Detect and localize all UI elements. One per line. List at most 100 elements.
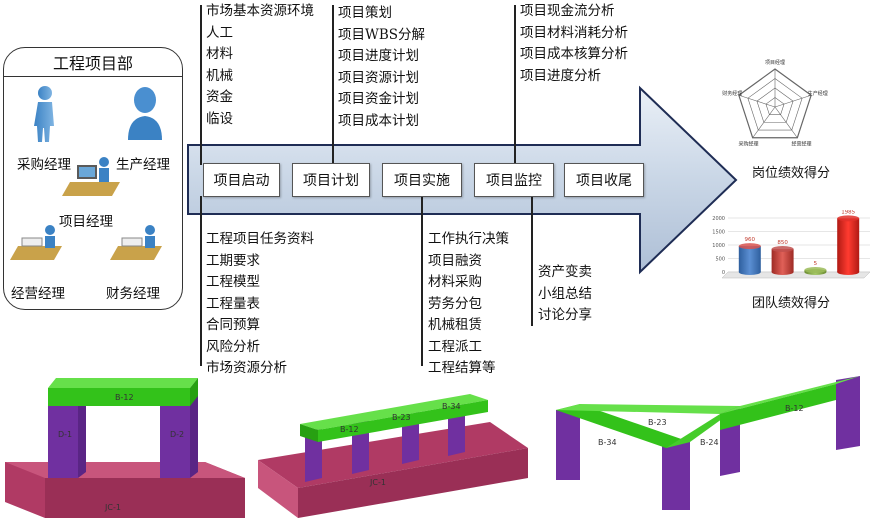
radar-spoke	[752, 106, 776, 138]
list-item: 劳务分包	[428, 295, 482, 312]
radar-spoke	[738, 94, 776, 108]
bar	[771, 249, 794, 272]
list-item: 项目融资	[428, 252, 482, 269]
bar	[837, 218, 860, 272]
role-purchasing: 采购经理	[17, 157, 71, 173]
list-item: 市场资源分析	[206, 360, 287, 376]
stage-label: 项目收尾	[576, 173, 632, 189]
list-item: 工期要求	[206, 252, 260, 269]
structure-models	[5, 376, 860, 518]
model-right-beam-label: B-23	[648, 418, 667, 427]
stage-implement: 项目实施	[382, 163, 462, 197]
list-item: 人工	[206, 24, 233, 41]
y-tick-label: 1000	[712, 243, 725, 249]
role-business: 经营经理	[11, 286, 65, 302]
connector-line	[421, 196, 423, 366]
radar-ring	[765, 97, 785, 115]
y-tick-label: 2000	[712, 216, 725, 222]
radar-axis-label: 财务经理	[722, 90, 742, 97]
production-manager-icon	[128, 87, 162, 140]
finance-manager-icon	[110, 225, 162, 260]
bar-value-label: 1985	[841, 210, 855, 215]
list-item: 临设	[206, 110, 233, 127]
radar-spoke	[774, 94, 812, 108]
y-tick-label: 500	[715, 257, 725, 263]
list-item: 项目成本计划	[338, 112, 419, 129]
connector-line	[531, 196, 533, 326]
model-right-beam-label: B-34	[598, 438, 617, 447]
list-item: 小组总结	[538, 285, 592, 302]
list-item: 项目材料消耗分析	[520, 24, 628, 41]
column	[556, 410, 580, 480]
connector-line	[200, 196, 202, 366]
list-item: 材料采购	[428, 274, 482, 290]
radar-spoke	[774, 106, 798, 138]
list-item: 资金	[206, 89, 233, 105]
list-item: 工程模型	[206, 274, 260, 290]
model-right-beam-label: B-12	[785, 404, 804, 413]
beam-b34	[556, 404, 690, 448]
bar-base	[837, 269, 860, 275]
list-item: 机械	[206, 67, 233, 84]
connector-line	[514, 5, 516, 165]
department-title-divider	[4, 76, 182, 77]
stage-label: 项目监控	[486, 173, 542, 189]
connector-line	[200, 5, 202, 165]
list-item: 合同预算	[206, 317, 260, 333]
role-project: 项目经理	[59, 214, 113, 230]
list-item: 项目进度计划	[338, 48, 419, 64]
stage-close: 项目收尾	[564, 163, 644, 197]
start-inputs-list: 市场基本资源环境 人工 材料 机械 资金 临设	[206, 1, 314, 130]
model-left-frame	[5, 378, 245, 518]
beam-b12	[720, 376, 860, 414]
radar-axis-label: 经营经理	[791, 140, 811, 147]
column-d1	[48, 400, 78, 478]
radar-axis-label: 生产经理	[808, 90, 828, 97]
list-item: 项目WBS分解	[338, 26, 426, 43]
y-tick-label: 1500	[712, 230, 725, 236]
stage-start: 项目启动	[203, 163, 280, 197]
radar-ring	[738, 68, 812, 139]
model-right-frame	[556, 376, 860, 510]
role-finance: 财务经理	[106, 286, 160, 302]
purchasing-manager-icon	[34, 86, 54, 142]
beam-side	[318, 400, 488, 442]
list-item: 材料	[206, 46, 233, 62]
beam-b12	[48, 378, 198, 388]
stage-plan: 项目计划	[292, 163, 370, 197]
list-item: 项目成本核算分析	[520, 46, 628, 62]
list-item: 项目进度分析	[520, 67, 601, 84]
business-manager-icon	[10, 225, 62, 260]
implement-items-list: 工作执行决策 项目融资 材料采购 劳务分包 机械租赁 工程派工 工程结算等	[428, 229, 509, 380]
process-arrow	[187, 85, 738, 275]
bar-top	[738, 243, 761, 250]
beam-front	[300, 424, 318, 442]
radar-ring	[747, 78, 803, 131]
project-manager-icon	[62, 157, 120, 196]
list-item: 资产变卖	[538, 264, 592, 280]
team-chart-axis: 0 500 1000 1500 2000	[712, 216, 871, 279]
y-tick-label: 0	[722, 270, 725, 276]
column	[662, 442, 690, 510]
close-items-list: 资产变卖 小组总结 讨论分享	[538, 262, 592, 327]
stage-label: 项目计划	[303, 173, 359, 189]
radar-caption: 岗位绩效得分	[752, 166, 831, 181]
list-item: 风险分析	[206, 338, 260, 355]
radar-ring	[756, 87, 794, 123]
role-production: 生产经理	[116, 157, 170, 173]
list-item: 工作执行决策	[428, 231, 509, 247]
column-d2	[160, 400, 190, 478]
list-item: 项目资源计划	[338, 69, 419, 86]
bar-top	[837, 215, 860, 222]
model-mid-beam-label: B-34	[442, 402, 461, 411]
bar-value-label: 960	[745, 237, 756, 243]
list-item: 项目资金计划	[338, 91, 419, 107]
department-figures	[10, 86, 162, 260]
stage-label: 项目实施	[394, 173, 450, 189]
bar-base	[771, 269, 794, 275]
model-right-beam-label: B-24	[700, 438, 719, 447]
